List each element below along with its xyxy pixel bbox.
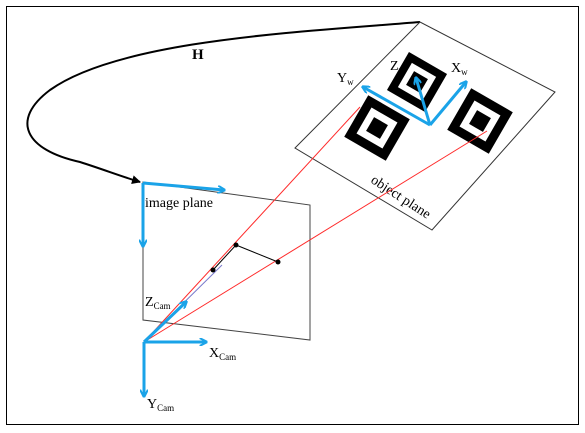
axis-sub: Cam xyxy=(219,352,236,362)
axis-main: Y xyxy=(337,71,347,86)
homography-label: H xyxy=(192,47,204,63)
axis-main: X xyxy=(451,61,461,76)
world-z-axis xyxy=(416,78,432,126)
axis-main: X xyxy=(209,346,219,361)
projection-ray xyxy=(143,130,488,343)
camera-z-axis xyxy=(142,302,186,344)
axis-sub: w xyxy=(399,65,406,75)
world-x-axis xyxy=(428,82,466,126)
image-segment xyxy=(212,244,237,271)
axis-sub: w xyxy=(347,77,354,87)
camera-y-label: YCam xyxy=(147,397,174,413)
image-point xyxy=(233,242,239,248)
axis-main: Z xyxy=(145,295,154,310)
image-point xyxy=(210,267,216,273)
homography-curve xyxy=(26,21,421,185)
image-plane xyxy=(142,181,311,341)
world-x-label: Xw xyxy=(451,61,468,77)
camera-x-label: XCam xyxy=(209,346,236,362)
axis-sub: w xyxy=(461,67,468,77)
image-point xyxy=(275,259,281,265)
projection-ray xyxy=(143,106,361,343)
camera-z-label: ZCam xyxy=(145,295,171,311)
world-y-label: Yw xyxy=(337,71,354,87)
axis-sub: Cam xyxy=(157,403,174,413)
marker-right xyxy=(447,88,513,154)
figure-frame xyxy=(6,6,579,425)
axis-sub: Cam xyxy=(154,301,171,311)
axis-main: Y xyxy=(147,397,157,412)
axis-main: Z xyxy=(390,59,399,74)
world-y-axis xyxy=(363,87,431,127)
image-plane-label: image plane xyxy=(145,196,213,211)
marker-left xyxy=(344,95,410,161)
world-z-label: Zw xyxy=(390,59,406,75)
image-segment xyxy=(235,244,279,263)
image-plane-x-axis xyxy=(142,181,224,190)
object-plane xyxy=(294,21,556,231)
